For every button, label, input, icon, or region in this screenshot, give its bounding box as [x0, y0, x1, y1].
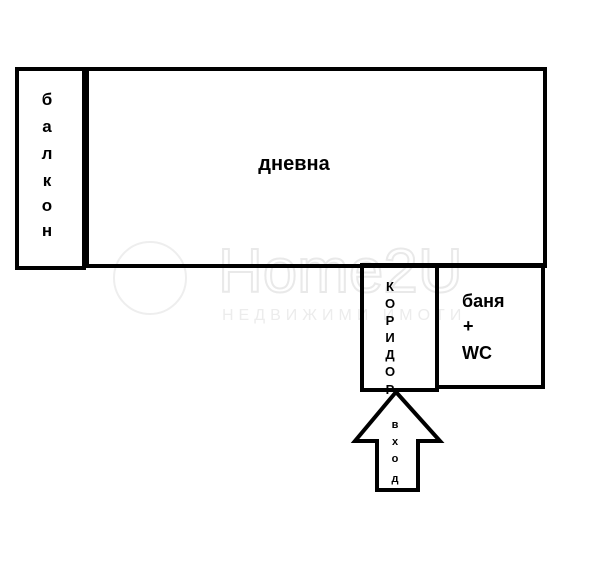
- balcony-char: б: [42, 90, 53, 109]
- walls: [15, 67, 547, 392]
- corridor-char: Р: [386, 382, 395, 397]
- entrance-arrow-icon: [350, 388, 445, 492]
- balcony-char: к: [43, 171, 52, 190]
- balcony-char: л: [42, 144, 53, 163]
- watermark-title: Home2U: [218, 237, 463, 306]
- balcony-label: б а л к о н: [42, 90, 53, 240]
- balcony-char: о: [42, 196, 52, 215]
- corridor-char: И: [385, 330, 394, 345]
- corridor-char: О: [385, 296, 395, 311]
- balcony-char: н: [42, 221, 52, 240]
- corridor-char: К: [386, 279, 394, 294]
- entrance-char: о: [392, 453, 399, 465]
- bathroom-label-line1: баня: [462, 291, 505, 311]
- entrance-char: х: [392, 436, 399, 448]
- entrance-label: в х о д: [392, 419, 399, 485]
- watermark-logo-icon: [113, 241, 187, 315]
- watermark-subtitle: НЕДВИЖИМИ ИМОТИ: [222, 307, 466, 324]
- bathroom-wall: [435, 263, 545, 389]
- bathroom-label-line2: +: [463, 316, 474, 336]
- balcony-char: а: [42, 117, 52, 136]
- living-room-label: дневна: [258, 153, 330, 175]
- corridor-label: К О Р И Д О Р: [385, 279, 395, 397]
- entrance-char: д: [392, 473, 399, 485]
- bathroom-label: баня + WC: [462, 291, 505, 363]
- corridor-char: Д: [385, 347, 395, 362]
- entrance-char: в: [392, 419, 399, 431]
- watermark: Home2U НЕДВИЖИМИ ИМОТИ: [113, 236, 466, 324]
- bathroom-label-line3: WC: [462, 343, 492, 363]
- corridor-char: О: [385, 364, 395, 379]
- corridor-char: Р: [386, 313, 395, 328]
